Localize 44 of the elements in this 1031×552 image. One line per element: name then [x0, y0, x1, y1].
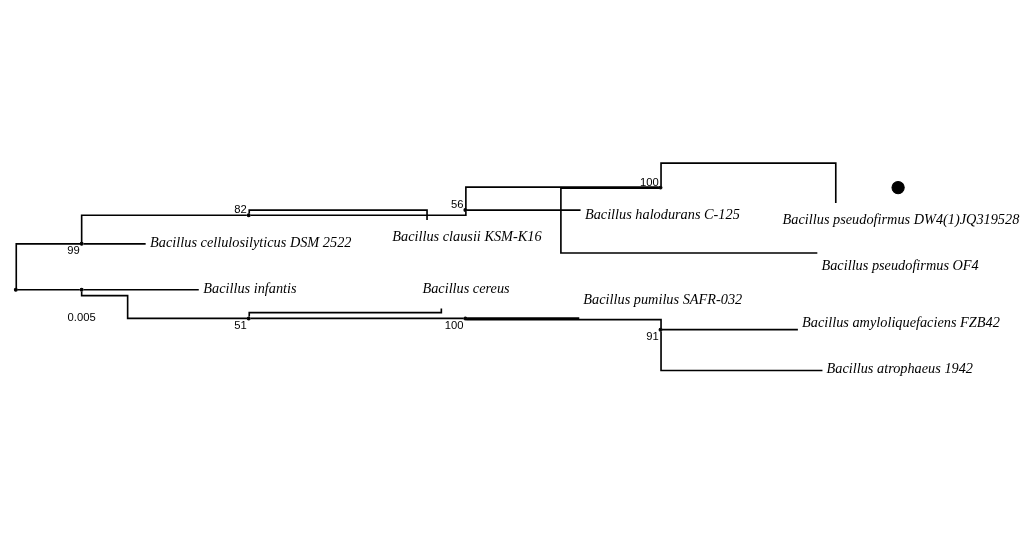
node-point	[246, 213, 251, 218]
connector	[465, 209, 581, 211]
connector	[464, 186, 660, 210]
node-label: 51	[233, 318, 247, 331]
node-text: Bacillus infantis	[202, 279, 297, 296]
connector	[465, 317, 580, 319]
connector	[82, 243, 146, 245]
node-text: Bacillus cellulosilyticus DSM 2522	[149, 233, 351, 250]
connector	[80, 214, 248, 244]
connector	[559, 187, 818, 254]
node-text: Bacillus cereus	[421, 279, 510, 296]
connector	[14, 243, 81, 290]
node-text: Bacillus halodurans C-125	[584, 205, 740, 222]
connector	[82, 288, 200, 291]
node-point	[658, 327, 662, 332]
node-point	[658, 185, 662, 190]
node-text: Bacillus amyloliquefaciens FZB42	[801, 314, 1000, 331]
node-circle	[890, 180, 905, 195]
connector	[247, 307, 442, 318]
connector	[247, 209, 428, 221]
connector	[249, 317, 464, 320]
node-text: Bacillus pseudofirmus DW4(1)JQ319528	[782, 211, 1019, 228]
connector	[659, 162, 837, 204]
connector	[249, 210, 467, 216]
node-point	[79, 241, 84, 246]
node-text: Bacillus pumilus SAFR-032	[582, 290, 742, 307]
connector	[659, 330, 823, 372]
node-label: 99	[66, 244, 80, 257]
node-text: Bacillus atrophaeus 1942	[826, 360, 973, 377]
label: 0.005	[67, 311, 96, 324]
node-label: 100	[444, 318, 464, 331]
connector	[80, 290, 248, 320]
node-label: 100	[639, 175, 659, 188]
node-label: 91	[645, 330, 659, 343]
node-point	[79, 287, 84, 292]
connector	[16, 288, 81, 291]
node-point	[13, 287, 18, 292]
node-text: Bacillus clausii KSM-K16	[391, 228, 542, 245]
node-label: 56	[450, 198, 463, 211]
node-label: 82	[233, 203, 247, 216]
node-point	[462, 316, 467, 321]
node-point	[246, 316, 251, 321]
node-point	[462, 208, 467, 213]
node-text: Bacillus pseudofirmus OF4	[820, 257, 979, 274]
